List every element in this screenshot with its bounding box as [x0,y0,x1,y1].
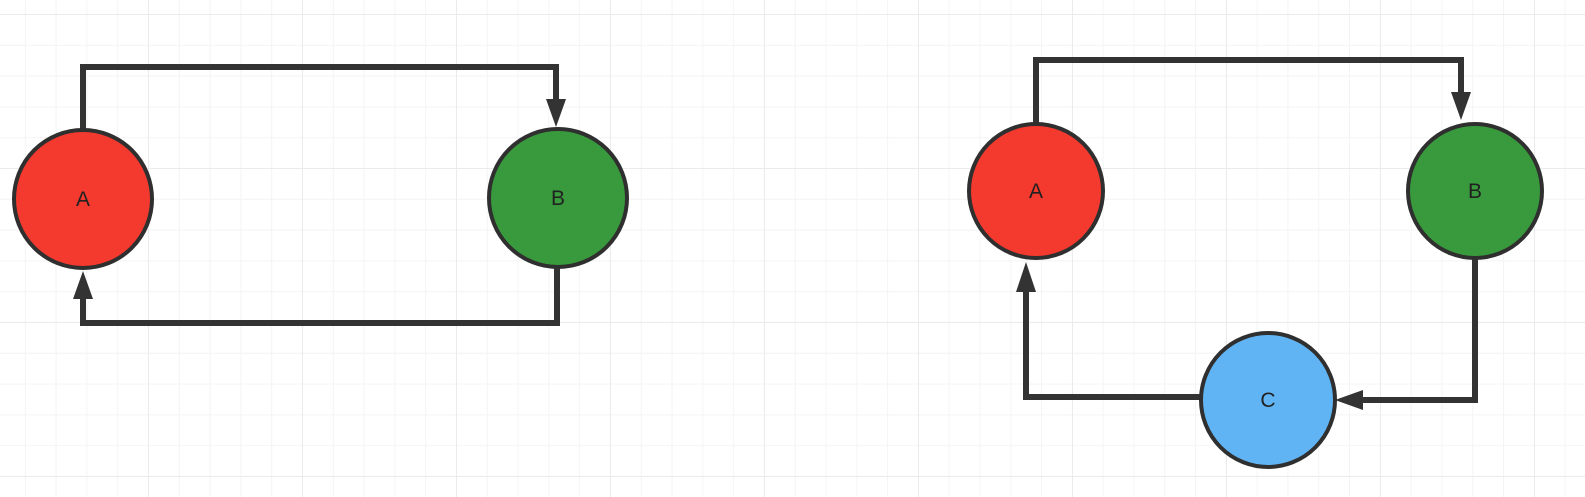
node-right-a-label: A [1028,179,1043,203]
node-right-a[interactable]: A [967,122,1105,260]
edge-right-c-to-a-arrowhead [1016,262,1036,292]
node-right-b-label: B [1467,179,1482,203]
edge-right-b-to-c-arrowhead [1335,390,1363,410]
node-left-a[interactable]: A [12,128,154,270]
edge-right-a-to-b[interactable] [1033,57,1471,124]
node-left-a-label: A [75,187,90,211]
node-left-b-label: B [550,186,565,210]
edge-left-a-to-b-path [80,64,559,131]
edge-right-a-to-b-arrowhead [1451,92,1471,120]
edge-left-b-to-a-path [80,266,560,326]
edge-right-b-to-c[interactable] [1335,259,1478,410]
edge-left-b-to-a-arrowhead [73,271,93,299]
edge-right-c-to-a[interactable] [1016,262,1200,400]
edge-right-c-to-a-path [1023,290,1200,400]
node-left-b[interactable]: B [487,127,629,269]
diagram-left-edges [73,64,566,326]
edge-right-b-to-c-path [1361,259,1478,403]
edge-left-b-to-a[interactable] [73,266,560,326]
edge-left-a-to-b[interactable] [80,64,566,131]
edge-left-a-to-b-arrowhead [546,99,566,127]
node-right-b[interactable]: B [1406,122,1544,260]
diagram-right-edges [1016,57,1478,410]
node-right-c[interactable]: C [1199,331,1337,469]
node-right-c-label: C [1260,388,1276,412]
edge-right-a-to-b-path [1033,57,1464,124]
